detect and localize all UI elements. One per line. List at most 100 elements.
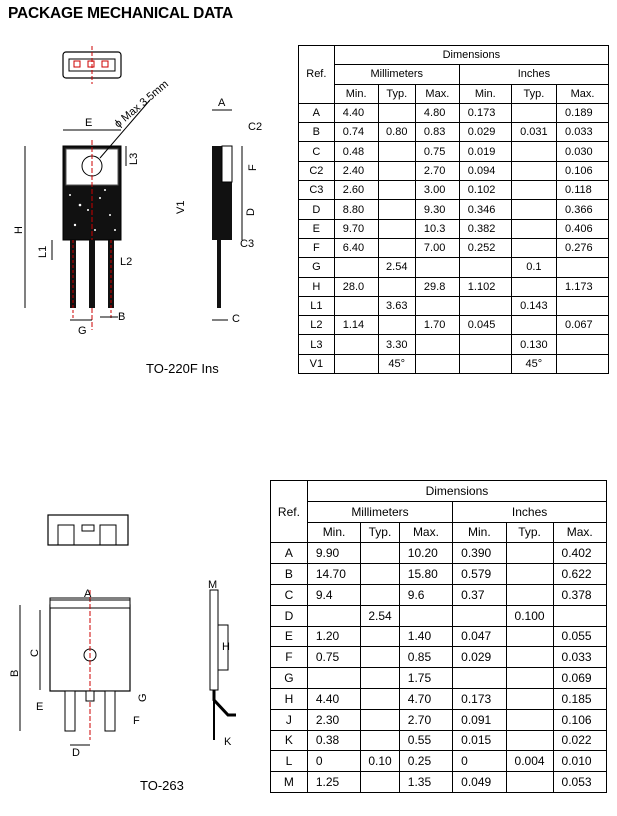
label-C3: C3 [240,238,254,250]
table-cell: 7.00 [414,237,460,259]
table-cell: 14.70 [306,563,362,585]
header-inches: Inches [458,64,610,85]
table-cell: 0.045 [458,315,512,336]
table-cell [452,604,507,627]
table-cell [505,583,554,606]
table-cell: 3.63 [377,295,416,317]
table-cell: 0.010 [552,750,608,773]
table-cell: 1.102 [458,276,512,297]
table-cell: 1.25 [306,771,362,793]
table-cell: 0.053 [552,771,608,793]
table-cell: F [270,646,308,669]
subheader-cell: Min. [452,521,507,544]
subheader-cell: Max. [556,83,609,104]
table-cell [377,237,416,259]
table-cell: 1.20 [306,625,362,648]
table-cell: 1.70 [414,315,460,336]
label-A: A [218,97,226,109]
table-cell: 0.130 [510,334,558,355]
table-cell: 0.106 [556,160,609,182]
header-row-1: Ref.Dimensions [298,44,610,104]
label-H: H [13,226,25,234]
table-cell [505,729,554,752]
table-cell: 9.90 [306,542,362,565]
table-cell: 0.102 [458,180,512,201]
caption-to263: TO-263 [140,778,184,793]
table-cell [360,687,400,710]
table-cell: 0.029 [458,122,512,143]
label-L2: L2 [120,256,132,268]
table-cell [556,334,609,355]
table-cell: 0 [306,750,362,773]
table-cell: L2 [298,315,335,336]
table-cell [505,625,554,648]
table-cell [360,542,400,565]
table-cell: 1.35 [398,771,454,793]
table-cell: 4.40 [306,687,362,710]
label2-B: B [9,670,21,677]
table-cell: 2.70 [398,708,454,731]
table-cell: G [270,667,308,689]
label2-M: M [208,579,217,591]
table-cell: 0.118 [556,180,609,201]
table-cell [360,646,400,669]
table-cell: V1 [298,353,335,375]
table-cell [377,199,416,220]
label-V1: V1 [175,201,187,214]
table-cell: 0.004 [505,750,554,773]
table-cell: 0.106 [552,708,608,731]
table-cell: 9.4 [306,583,362,606]
table-cell [306,604,362,627]
table-cell: D [270,604,308,627]
table-cell: 2.54 [377,257,416,278]
table-cell [306,667,362,689]
table-cell: C3 [298,180,335,201]
to263-drawing: A B C E F D G M H K [9,514,236,759]
table-cell: 0.094 [458,160,512,182]
table-cell: 2.54 [360,604,400,627]
label2-F: F [133,715,140,727]
table-cell: 2.40 [333,160,379,182]
header-ref: Ref. [270,479,308,544]
table-cell: 0.185 [552,687,608,710]
table-cell: 45° [510,353,558,375]
header-millimeters: Millimeters [333,64,460,85]
table-cell: 3.30 [377,334,416,355]
label-B: B [118,311,125,323]
table-cell: 29.8 [414,276,460,297]
table-cell [377,141,416,162]
table-cell [552,604,608,627]
table-cell: 1.14 [333,315,379,336]
table-cell: 9.30 [414,199,460,220]
table-cell [360,771,400,793]
table-cell [505,667,554,689]
label-max: ϕ Max 3.5mm [112,78,171,130]
table-cell [360,563,400,585]
table-cell: 3.00 [414,180,460,201]
label-E: E [85,117,92,129]
table-cell: 0.25 [398,750,454,773]
label2-H: H [222,641,230,653]
table-cell: L [270,750,308,773]
subheader-cell: Typ. [505,521,554,544]
header-dimensions: Dimensions [306,480,608,502]
table-cell: E [298,218,335,239]
table-cell [360,667,400,689]
table-cell [414,353,460,375]
label-L1: L1 [37,246,49,258]
table-cell [556,353,609,375]
table-cell: 0.019 [458,141,512,162]
table-cell: 0.031 [510,122,558,143]
table-cell: 0.75 [306,646,362,669]
table-cell: 4.80 [414,102,460,124]
